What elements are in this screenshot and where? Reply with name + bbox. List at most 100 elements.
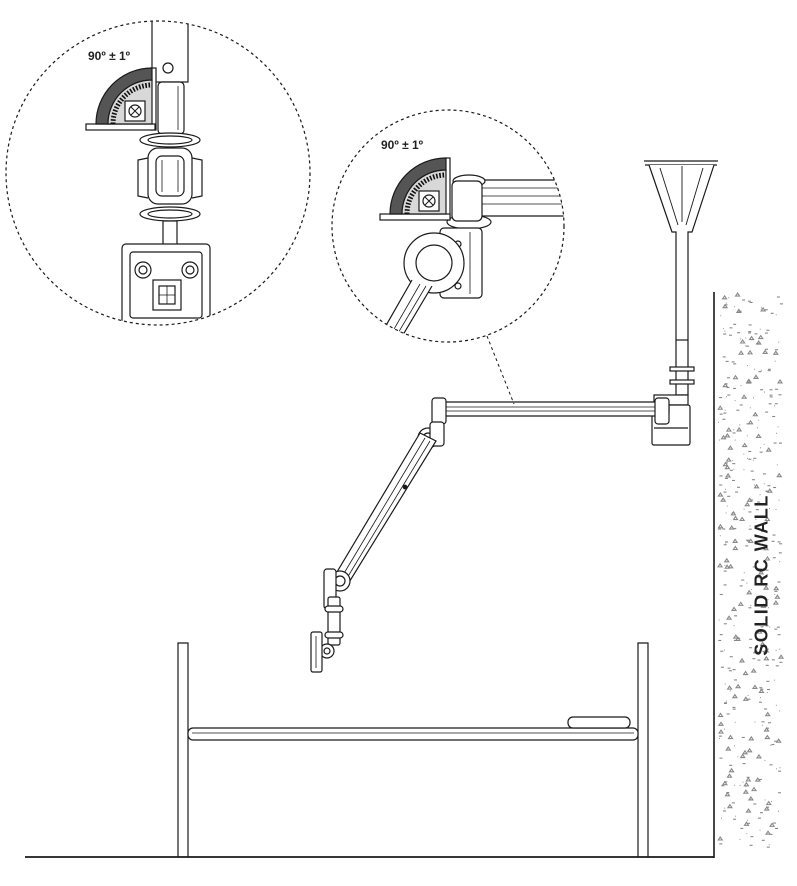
bed-pillow — [567, 716, 631, 729]
wall-speckle — [747, 349, 754, 355]
wall-speckle — [734, 636, 741, 641]
wall-speckle — [717, 405, 724, 410]
wall-speckle — [762, 545, 770, 551]
wall-speckle — [752, 411, 759, 417]
wall-speckle — [750, 786, 758, 792]
wall-speckle — [720, 497, 727, 502]
wall-speckle — [727, 563, 734, 569]
wall-speckle — [758, 569, 765, 575]
wall-speckle — [724, 791, 731, 797]
angle-label-left: 90º ± 1º — [88, 49, 131, 63]
detail-leader-line — [486, 335, 515, 405]
wall-speckle — [742, 789, 749, 794]
wall-speckle — [763, 648, 770, 653]
wall-speckle — [741, 442, 748, 448]
wall-speckle — [731, 693, 738, 699]
wall-speckle — [765, 447, 772, 452]
wall-speckle — [743, 781, 750, 787]
wall-speckle — [765, 830, 772, 835]
wall-hatch-pattern — [716, 292, 785, 848]
wall-speckle — [777, 378, 784, 384]
bed-mattress — [187, 727, 639, 741]
wall-speckle — [739, 516, 746, 522]
wall-speckle — [732, 515, 739, 521]
wall-speckle — [747, 795, 754, 801]
wall-speckle — [726, 685, 733, 690]
solid-rc-wall — [713, 292, 785, 858]
wall-speckle — [778, 654, 785, 659]
wall-speckle — [756, 629, 763, 634]
wall-speckle — [724, 564, 731, 569]
wall-speckle — [738, 657, 746, 663]
wall-speckle — [724, 432, 731, 438]
wall-speckle — [751, 684, 758, 690]
wall-speckle — [755, 433, 762, 439]
wall-speckle — [731, 606, 738, 612]
wall-speckle — [752, 648, 759, 654]
wall-speckle — [776, 472, 783, 478]
wall-speckle — [728, 767, 735, 773]
angle-label-right: 90º ± 1º — [381, 138, 424, 152]
wall-speckle — [735, 683, 742, 689]
wall-speckle — [741, 749, 749, 755]
wall-speckle — [732, 374, 739, 380]
wall-speckle — [717, 712, 724, 718]
wall-speckle — [772, 350, 779, 355]
wall-speckle — [742, 670, 749, 676]
wall-speckle — [732, 634, 739, 639]
wall-speckle — [763, 655, 770, 661]
wall-speckle — [716, 562, 724, 568]
wall-speckle — [765, 800, 772, 806]
wall-speckle — [734, 292, 741, 297]
wall-speckle — [764, 556, 771, 561]
wall-speckle — [722, 461, 729, 467]
wall-speckle — [728, 525, 735, 530]
wall-speckle — [745, 378, 752, 383]
wall-speckle — [727, 734, 734, 740]
wall-speckle — [725, 472, 732, 478]
wall-speckle — [764, 734, 771, 740]
wall-speckle — [755, 753, 762, 759]
wall-speckle — [722, 382, 729, 388]
wall-speckle — [726, 803, 733, 809]
wall-speckle — [746, 747, 753, 753]
wall-speckle — [717, 836, 724, 841]
detail-circle-left — [5, 20, 311, 326]
wall-speckle — [723, 557, 730, 563]
wall-speckle — [763, 727, 770, 732]
wall-speckle — [760, 306, 767, 312]
wall-speckle — [727, 445, 734, 450]
wall-speckle — [725, 746, 732, 751]
wall-speckle — [717, 721, 725, 726]
wall-speckle — [739, 339, 746, 344]
wall-label: SOLID RC WALL — [751, 494, 772, 656]
wall-speckle — [721, 780, 728, 786]
wall-speckle — [759, 641, 766, 646]
wall-speckle — [725, 427, 732, 432]
wall-speckle — [758, 688, 765, 694]
wall-speckle — [717, 492, 724, 497]
wall-speckle — [744, 501, 751, 507]
wall-speckle — [739, 753, 746, 759]
wall-speckle — [763, 585, 770, 590]
wall-speckle — [764, 516, 771, 522]
detail-circle-right — [331, 109, 565, 343]
wall-speckle — [762, 349, 769, 354]
wall-speckle — [764, 711, 771, 717]
wall-speckle — [750, 668, 757, 673]
wall-speckle — [766, 488, 773, 493]
wall-speckle — [772, 600, 779, 605]
wall-speckle — [742, 696, 749, 701]
wall-speckle — [746, 589, 753, 595]
wall-speckle — [732, 538, 739, 543]
wall-speckle — [754, 777, 761, 782]
device-head — [310, 631, 323, 673]
wall-speckle — [753, 483, 760, 489]
wall-speckle — [726, 615, 733, 620]
wall-speckle — [737, 601, 744, 606]
wall-speckle — [720, 434, 727, 440]
horizontal-arm — [436, 401, 670, 417]
detail-view-left — [5, 20, 311, 326]
wall-speckle — [763, 806, 770, 811]
wall-speckle — [773, 585, 780, 591]
